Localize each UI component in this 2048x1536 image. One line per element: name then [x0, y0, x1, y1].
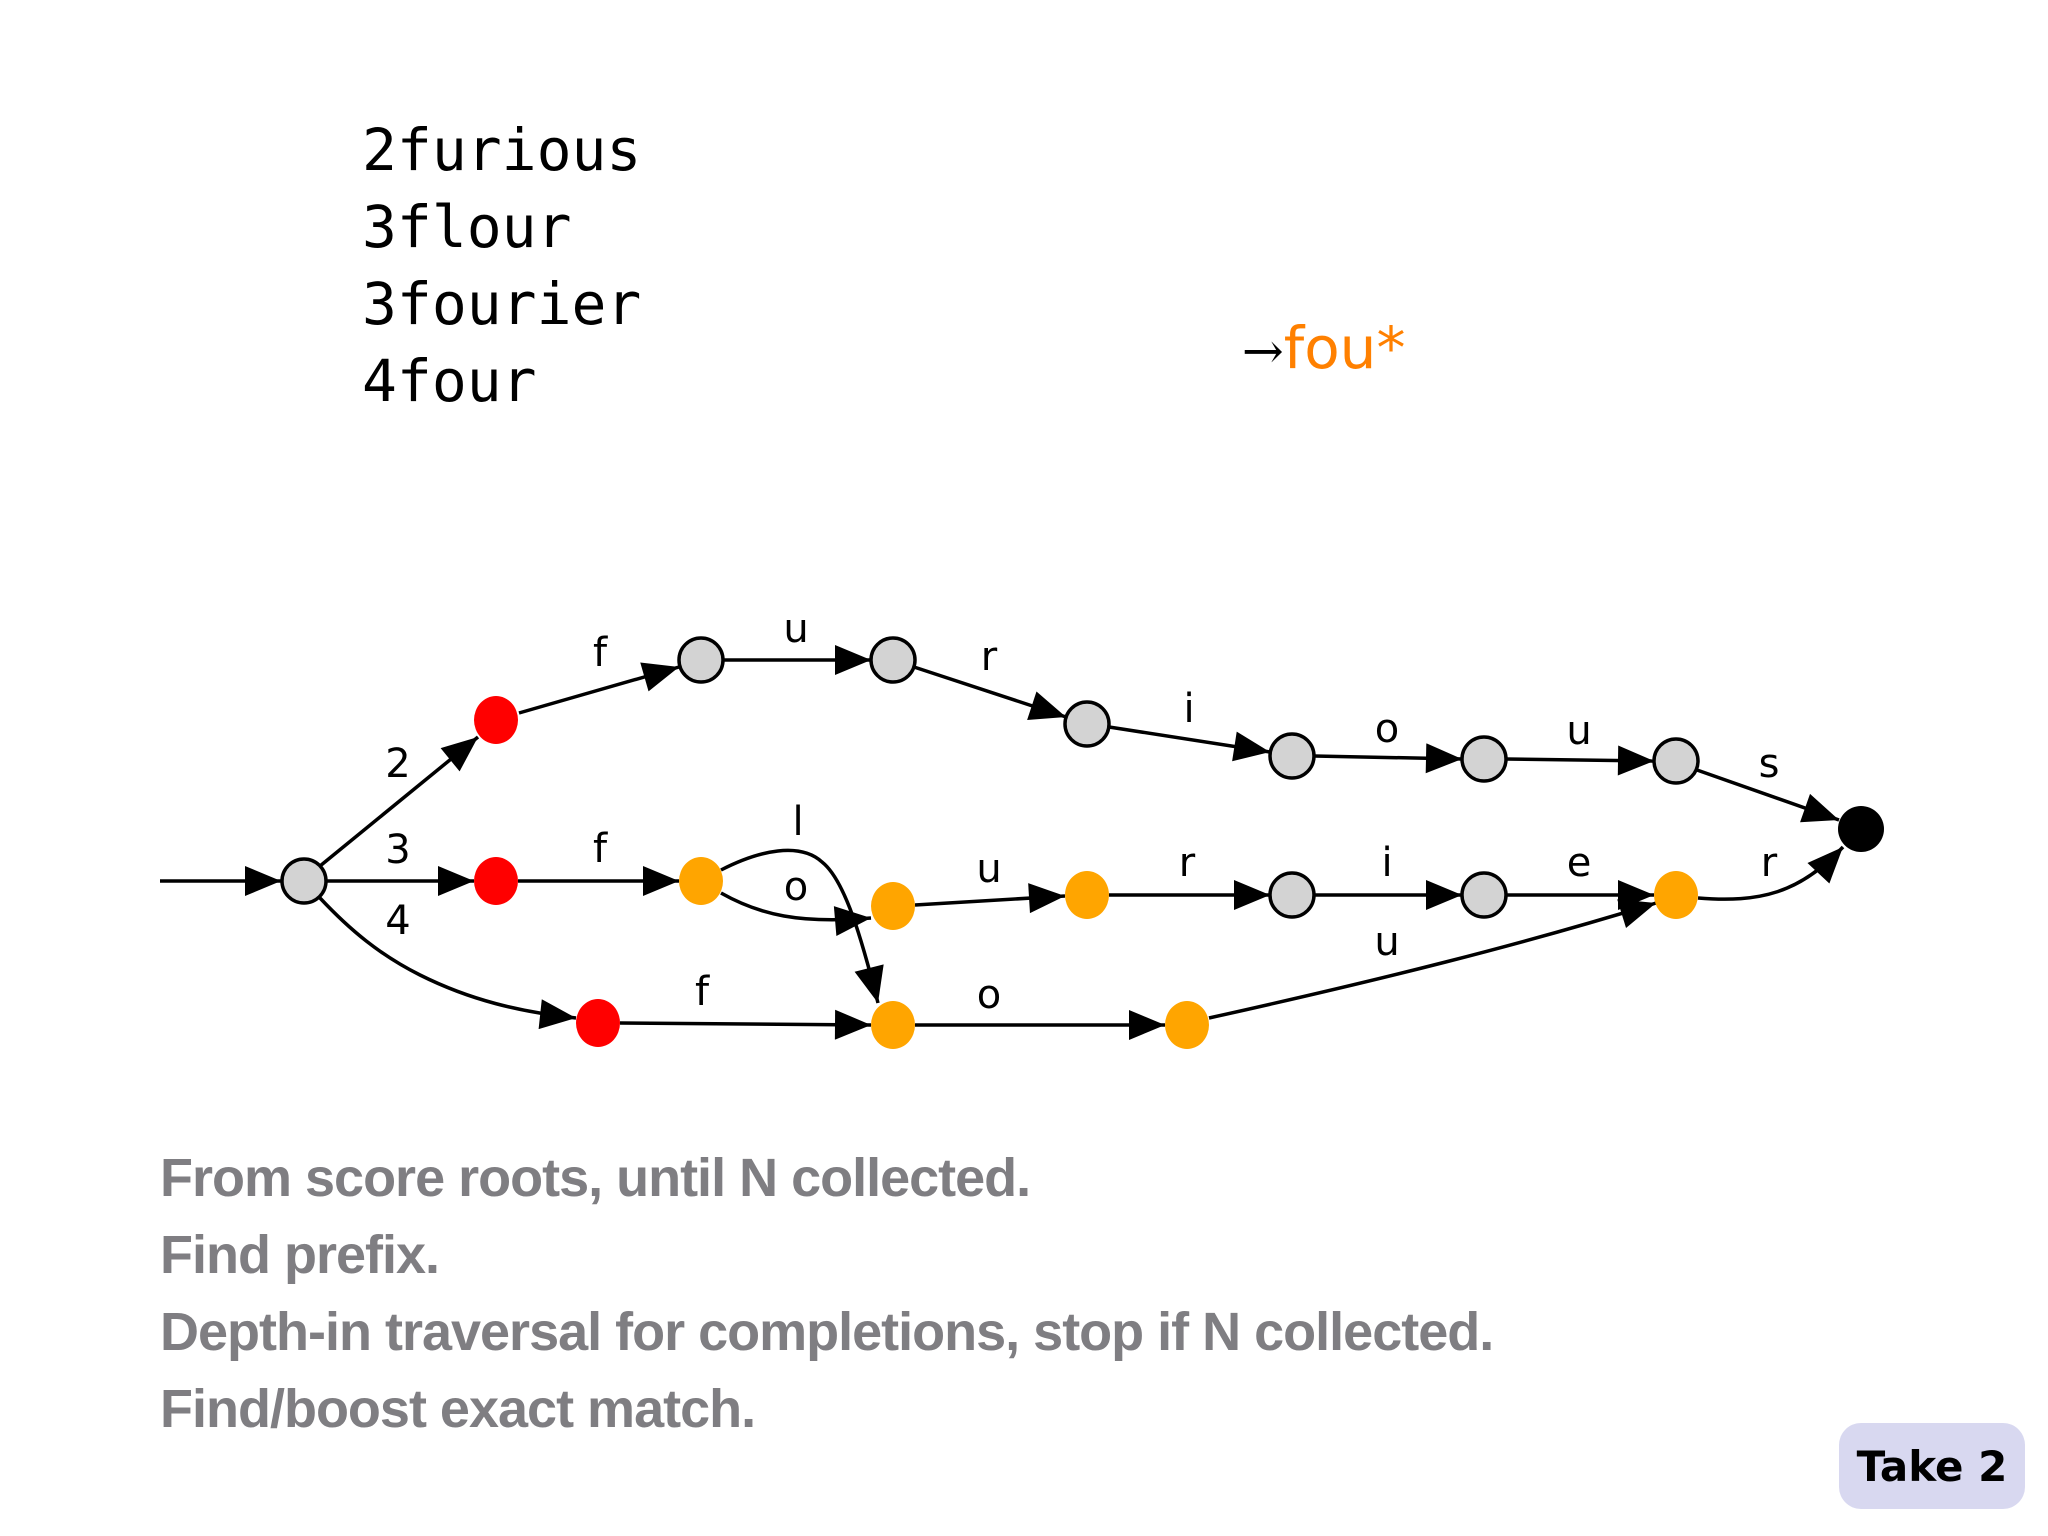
edge-top-i: [1108, 725, 1271, 762]
label-root-4: 4: [385, 898, 410, 944]
step-2: Find prefix.: [160, 1225, 440, 1285]
step-3: Depth-in traversal for completions, stop…: [160, 1302, 1494, 1362]
algorithm-steps: From score roots, until N collected. Fin…: [160, 1140, 1494, 1448]
node-score-3: [474, 857, 518, 905]
label-mid-i: i: [1381, 840, 1392, 886]
label-mid-l: l: [792, 799, 803, 845]
take-badge: Take 2: [1839, 1423, 2025, 1509]
node-mid-3: [1065, 871, 1109, 919]
node-top-5: [1460, 735, 1508, 783]
label-top-i: i: [1183, 686, 1194, 732]
label-top-r: r: [981, 634, 998, 680]
label-root-3: 3: [385, 827, 410, 873]
query-prefix: fou*: [1283, 314, 1406, 382]
edge-top-r: [913, 665, 1067, 720]
node-mid-2: [871, 882, 915, 930]
edge-top-f: [518, 662, 680, 715]
step-1: From score roots, until N collected.: [160, 1148, 1031, 1208]
node-top-4: [1268, 732, 1316, 780]
word-entry: 2furious: [362, 116, 642, 184]
edge-mid-r2: [1697, 845, 1845, 901]
nodes: [280, 636, 1884, 1049]
edge-root-2: [318, 735, 480, 868]
label-mid-u: u: [976, 846, 1001, 892]
label-mid-r: r: [1179, 840, 1196, 886]
step-4: Find/boost exact match.: [160, 1379, 756, 1439]
node-score-2: [474, 696, 518, 744]
node-top-6: [1652, 737, 1700, 785]
node-root: [280, 857, 328, 905]
node-mid-5: [1460, 871, 1508, 919]
label-top-f: f: [593, 630, 608, 676]
label-top-s: s: [1759, 741, 1780, 787]
label-top-o: o: [1375, 706, 1399, 752]
label-root-2: 2: [385, 741, 410, 787]
edge-bot-f: [619, 1009, 872, 1040]
label-bot-u: u: [1374, 919, 1399, 965]
node-score-4: [576, 999, 620, 1047]
label-mid-f: f: [593, 826, 608, 872]
edge-top-u2: [1505, 745, 1655, 776]
edges: [160, 645, 1845, 1040]
query: →fou*: [1205, 228, 1406, 391]
label-top-u: u: [783, 606, 808, 652]
node-bot-1: [871, 1001, 915, 1049]
edge-top-s: [1696, 768, 1840, 823]
node-bot-2: [1165, 1001, 1209, 1049]
label-top-u2: u: [1566, 708, 1591, 754]
label-bot-f: f: [695, 969, 710, 1015]
node-top-1: [677, 636, 725, 684]
label-mid-o: o: [784, 864, 808, 910]
edge-mid-o: [720, 891, 872, 936]
edge-root-4: [318, 896, 577, 1030]
edge-labels: 2 3 4 f u r i o u s f l o u r i e r f o …: [385, 606, 1779, 1018]
edge-top-o: [1313, 743, 1463, 774]
word-entry: 4four: [362, 347, 537, 415]
arrow-right-icon: →: [1241, 322, 1284, 380]
label-bot-o: o: [977, 972, 1001, 1018]
node-mid-1: [679, 857, 723, 905]
edge-mid-l: [720, 848, 884, 1004]
node-top-2: [869, 636, 917, 684]
node-mid-6: [1654, 871, 1698, 919]
word-list: 2furious 3flour 3fourier 4four: [362, 112, 641, 420]
word-entry: 3fourier: [362, 270, 642, 338]
node-top-3: [1063, 700, 1111, 748]
edge-mid-u: [914, 883, 1066, 914]
word-entry: 3flour: [362, 193, 572, 261]
node-mid-4: [1268, 871, 1316, 919]
node-final: [1838, 806, 1884, 852]
edge-bot-u: [1208, 899, 1657, 1020]
label-mid-e: e: [1567, 840, 1592, 886]
label-mid-r2: r: [1761, 840, 1778, 886]
